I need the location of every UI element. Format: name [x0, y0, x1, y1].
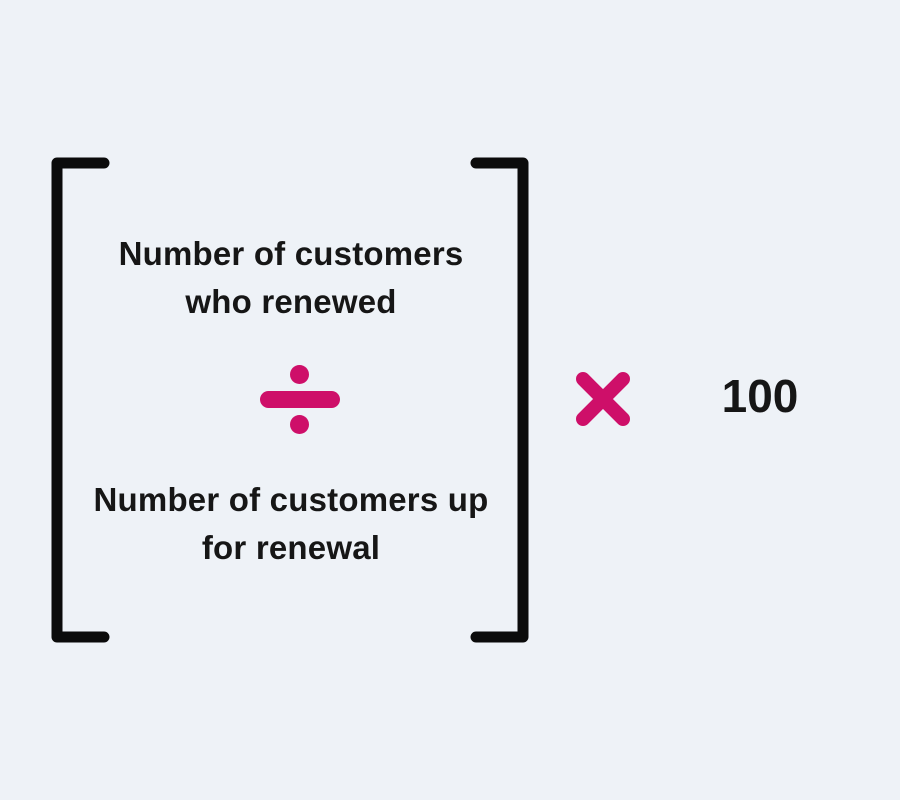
numerator-line-2: who renewed — [185, 283, 397, 320]
divide-dot-top — [290, 365, 309, 384]
numerator-text: Number of customers who renewed — [60, 230, 522, 326]
denominator-line-2: for renewal — [201, 529, 381, 566]
divide-icon — [260, 365, 340, 434]
multiply-icon — [576, 372, 630, 426]
denominator-text: Number of customers up for renewal — [60, 476, 522, 572]
divide-bar — [260, 391, 340, 408]
multiplier-value: 100 — [721, 370, 799, 422]
numerator-line-1: Number of customers — [118, 235, 464, 272]
divide-dot-bottom — [290, 415, 309, 434]
right-bracket — [470, 157, 529, 643]
left-bracket — [51, 157, 110, 643]
denominator-line-1: Number of customers up — [93, 481, 489, 518]
